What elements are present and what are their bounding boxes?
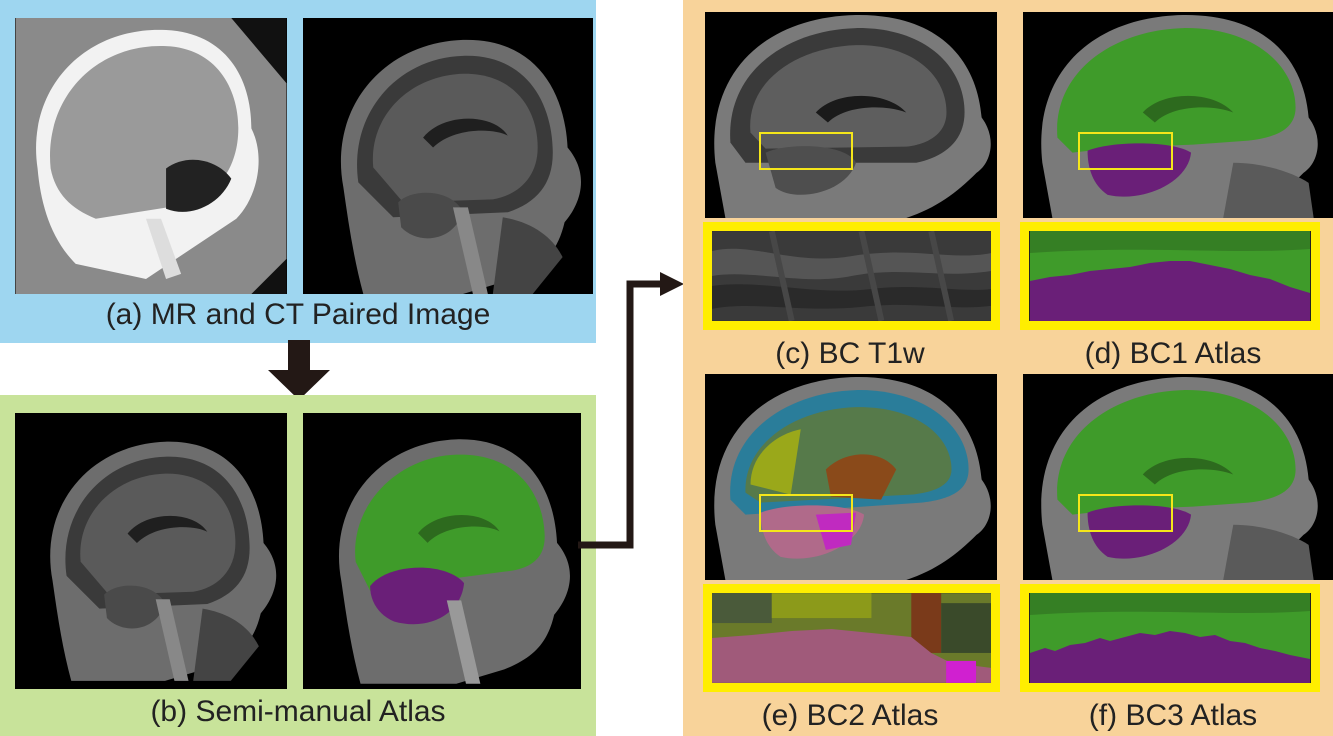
caption-e: (e) BC2 Atlas: [761, 699, 939, 732]
semi-manual-atlas-image: [303, 413, 581, 689]
bc2-atlas-image: [705, 374, 997, 580]
bc-t1w-image: [705, 12, 997, 218]
down-arrow-icon: [268, 340, 330, 400]
panel-b-semi-manual-atlas: (b) Semi-manual Atlas: [0, 395, 596, 736]
elbow-arrow-icon: [578, 272, 684, 549]
zoom-region-box-d: [1078, 132, 1173, 170]
bc1-atlas-image: [1023, 12, 1333, 218]
panel-right-bias-corrected: (c) BC T1w (d) BC1 Atlas (e) BC2 Atlas (…: [683, 0, 1333, 736]
zoom-d: [1020, 222, 1320, 330]
zoom-region-box-c: [759, 132, 853, 170]
zoom-f: [1020, 584, 1320, 692]
zoom-c: [703, 222, 1000, 330]
mr-sagittal-image: [303, 18, 593, 294]
caption-b: (b) Semi-manual Atlas: [150, 695, 446, 728]
panel-a-mr-ct-paired: (a) MR and CT Paired Image: [0, 0, 596, 343]
caption-d: (d) BC1 Atlas: [1084, 337, 1262, 370]
caption-a: (a) MR and CT Paired Image: [105, 298, 491, 331]
ct-sagittal-image: [15, 18, 287, 294]
zoom-e: [703, 584, 1000, 692]
caption-c: (c) BC T1w: [775, 337, 925, 370]
caption-f: (f) BC3 Atlas: [1088, 699, 1258, 732]
zoom-region-box-e: [759, 494, 853, 532]
bc3-atlas-image: [1023, 374, 1333, 580]
mr-t1w-image: [15, 413, 287, 689]
zoom-region-box-f: [1078, 494, 1173, 532]
